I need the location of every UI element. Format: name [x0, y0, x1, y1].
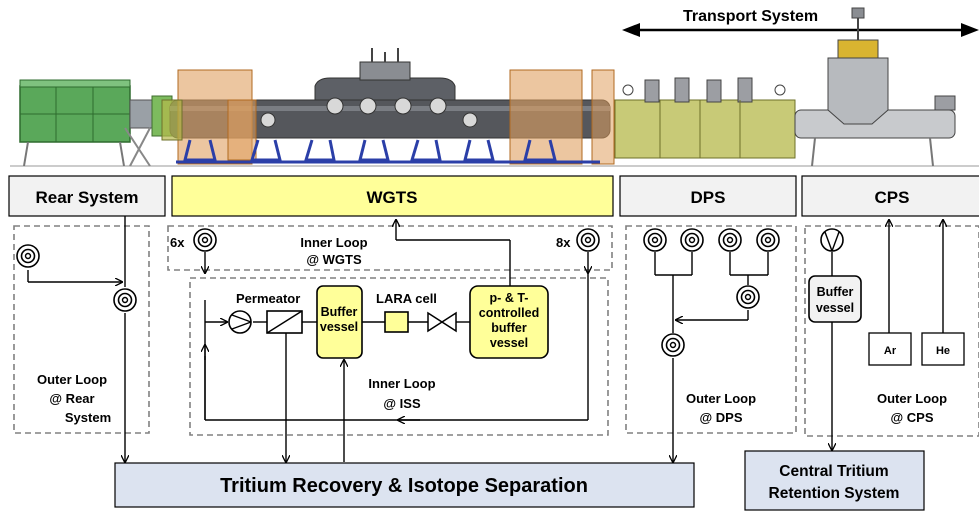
central-retention-box: Central Tritium Retention System	[744, 450, 925, 511]
outer-loop-rear-label-3: System	[65, 410, 111, 425]
pumps	[16, 228, 844, 357]
pump-icon	[113, 288, 137, 312]
section-dps: DPS	[619, 175, 797, 217]
permeator: Permeator	[236, 291, 303, 334]
pump-icon	[643, 228, 667, 252]
outer-loop-rear-frame	[13, 225, 150, 434]
section-rear: Rear System	[8, 175, 166, 217]
inner-loop-iss-frame	[189, 277, 609, 436]
buffer-vessel: Buffer vessel	[316, 285, 363, 359]
pump-icon	[756, 228, 780, 252]
pt-buffer-label-4: vessel	[490, 336, 528, 350]
section-cps: CPS	[801, 175, 979, 217]
pump-count-right: 8x	[556, 235, 571, 250]
valve-icon	[427, 311, 457, 333]
wgts-cryostat	[169, 48, 611, 139]
pump-icon	[680, 228, 704, 252]
pt-buffer-label-1: p- & T-	[490, 291, 529, 305]
outer-loop-cps-label-1: Outer Loop	[877, 391, 947, 406]
circulation-pump-icon	[228, 310, 252, 334]
buffer-vessel-label-2: vessel	[320, 320, 358, 334]
section-rear-label: Rear System	[35, 188, 138, 207]
pt-buffer-vessel: p- & T- controlled buffer vessel	[469, 285, 549, 359]
cps-module	[794, 7, 956, 167]
transport-arrow-left-head	[622, 23, 640, 37]
pt-buffer-label-2: controlled	[479, 306, 539, 320]
inner-loop-wgts-label-2: @ WGTS	[306, 252, 362, 267]
transport-label: Transport System	[683, 8, 818, 25]
inner-loop-iss-label-2: @ ISS	[383, 396, 421, 411]
buffer-vessel-label-1: Buffer	[321, 305, 358, 319]
section-wgts-label: WGTS	[367, 188, 418, 207]
helium-supply: He	[921, 332, 965, 366]
pump-icon	[576, 228, 600, 252]
central-retention-label-2: Retention System	[769, 485, 900, 502]
outer-loop-cps-frame	[804, 225, 979, 437]
pump-count-left: 6x	[170, 235, 185, 250]
cps-buffer-vessel: Buffer vessel	[808, 275, 862, 323]
rear-system-module	[19, 79, 173, 167]
wgts-pump-modules	[161, 69, 615, 165]
inner-loop-wgts-label-1: Inner Loop	[300, 235, 367, 250]
outer-loop-dps-label-2: @ DPS	[699, 410, 742, 425]
outer-loop-rear-label-2: @ Rear	[49, 391, 94, 406]
section-dps-label: DPS	[691, 188, 726, 207]
section-cps-label: CPS	[875, 188, 910, 207]
inner-loop-iss-label-1: Inner Loop	[368, 376, 435, 391]
beamline-illustration	[10, 7, 979, 167]
inner-loop-wgts-frame	[167, 225, 613, 271]
permeator-label: Permeator	[236, 291, 300, 306]
lara-cell: LARA cell	[376, 291, 437, 333]
circulation-pump-icon	[820, 228, 844, 252]
cps-buffer-label-2: vessel	[816, 301, 854, 315]
transport-arrow-right-head	[961, 23, 979, 37]
outer-loop-cps-label-2: @ CPS	[890, 410, 933, 425]
dps-module	[614, 77, 796, 159]
lara-cell-label: LARA cell	[376, 291, 437, 306]
tritium-recovery-label: Tritium Recovery & Isotope Separation	[220, 475, 588, 497]
pump-icon	[736, 285, 760, 309]
central-retention-label-1: Central Tritium	[779, 463, 888, 480]
tritium-recovery-box: Tritium Recovery & Isotope Separation	[114, 462, 695, 508]
loop-frames	[13, 225, 979, 437]
outer-loop-dps-frame	[625, 225, 797, 434]
section-wgts: WGTS	[171, 175, 614, 217]
argon-label: Ar	[884, 345, 897, 357]
outer-loop-dps-label-1: Outer Loop	[686, 391, 756, 406]
pump-icon	[661, 333, 685, 357]
pump-icon	[193, 228, 217, 252]
cps-buffer-label-1: Buffer	[817, 285, 854, 299]
pt-buffer-label-3: buffer	[491, 321, 527, 335]
pump-icon	[718, 228, 742, 252]
wgts-supports	[176, 139, 600, 164]
pump-icon	[16, 244, 40, 268]
argon-supply: Ar	[868, 332, 912, 366]
helium-label: He	[936, 345, 950, 357]
outer-loop-rear-label-1: Outer Loop	[37, 372, 107, 387]
transport-system: Transport System	[622, 6, 979, 37]
